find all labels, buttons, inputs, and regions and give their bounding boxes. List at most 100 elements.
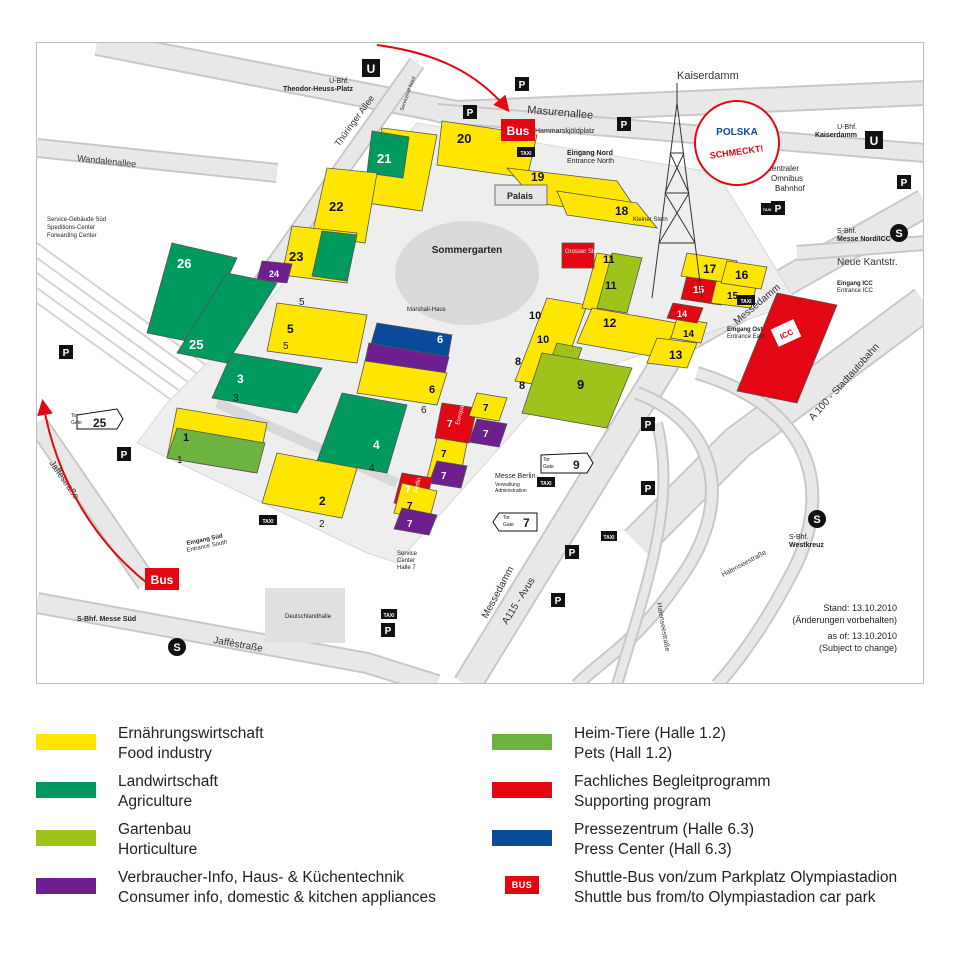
legend-de-supporting: Fachliches Begleitprogramm — [574, 773, 771, 790]
legend-en-supporting: Supporting program — [574, 793, 711, 810]
hall-label-9: 9 — [577, 377, 584, 392]
parking-label-8: P — [569, 548, 576, 559]
parking-icon-3 — [617, 117, 631, 131]
hall-label-6b: 6 — [429, 384, 435, 396]
parking-label-1: P — [519, 80, 526, 91]
station-kaiserdamm-1: U-Bhf. — [837, 124, 857, 131]
hall-label-14b: 14 — [677, 309, 687, 319]
hall-label-10b: 10 — [537, 334, 549, 346]
hall-label-7d: 7 — [441, 471, 447, 482]
hall-18 — [556, 190, 658, 229]
bus-sign-south — [145, 568, 179, 590]
hall-label-4: 4 — [373, 438, 380, 452]
hall-4 — [316, 392, 408, 474]
road-loop-1-fill — [573, 388, 717, 683]
parking-label-10: P — [385, 626, 392, 637]
hall-label-17: 17 — [703, 262, 717, 276]
entrance-icc-2: Entrance ICC — [837, 288, 874, 294]
taxi-label-6: TAXI — [383, 613, 395, 619]
bus-route-south — [37, 399, 148, 584]
hall-14-sp — [666, 302, 704, 324]
parking-label-9: P — [555, 596, 562, 607]
legend-en-pets: Pets (Hall 1.2) — [574, 745, 673, 762]
taxi-icon-7 — [601, 531, 617, 541]
legend-de-press: Pressezentrum (Halle 6.3) — [574, 821, 755, 838]
legend-item-pets: Heim-Tiere (Halle 1.2)Pets (Hall 1.2) — [492, 724, 726, 764]
taxi-icon-6 — [381, 609, 397, 619]
marshall-haus-label: Marshall-Haus — [407, 307, 446, 313]
parking-icon-5 — [117, 447, 131, 461]
taxi-icon-5 — [761, 203, 773, 215]
gate-7-gate: Gate — [503, 522, 514, 528]
hall-label-7a: 7 — [483, 403, 489, 414]
taxi-icon-1 — [517, 147, 535, 157]
gate-25 — [76, 408, 124, 430]
stand-line-4: (Subject to change) — [819, 643, 897, 653]
s-icon-messe-sued — [168, 638, 186, 656]
legend-de-consumer: Verbraucher-Info, Haus- & Küchentechnik — [118, 869, 405, 886]
parking-label-4: P — [63, 348, 70, 359]
hall-sub-europa: Europa — [455, 405, 466, 426]
hall-label-21: 21 — [377, 151, 391, 166]
polska-schmeckt-logo: POLSKA SCHMECKT! — [694, 100, 780, 186]
hall-label-4b: 4 — [369, 463, 375, 474]
hammarskjoeldplatz-label: Hammarskjöldplatz — [535, 128, 595, 135]
legend-swatch-consumer — [36, 878, 96, 894]
hall-21-agri — [366, 130, 410, 179]
parking-icon-9 — [551, 593, 565, 607]
entrance-icc-1: Eingang ICC — [837, 281, 873, 287]
gate-25-number: 25 — [93, 416, 107, 430]
parking-icon-12 — [771, 201, 785, 215]
hall-13 — [646, 337, 698, 369]
gate-9-gate: Gate — [543, 464, 554, 470]
taxi-label-1: TAXI — [520, 151, 532, 157]
parking-icon-4 — [59, 345, 73, 359]
entrance-ost-1: Eingang Ost — [727, 327, 762, 333]
taxi-icon-2 — [259, 515, 277, 525]
legend-en-bus: Shuttle bus from/to Olympiastadion car p… — [574, 889, 876, 906]
hall-label-11: 11 — [603, 254, 615, 266]
hall-7-europa — [434, 402, 478, 444]
bus-label-south: Bus — [151, 573, 174, 587]
hall-label-15: 15 — [693, 285, 705, 296]
hall-label-7b: 7 — [483, 429, 489, 440]
hall-label-7e: 7 — [407, 501, 413, 512]
zob-3: Bahnhof — [775, 184, 806, 193]
road-halensee-fill — [613, 422, 668, 683]
road-wandalenallee-fill — [37, 140, 278, 181]
parking-icon-1 — [515, 77, 529, 91]
hall-label-15b: 15 — [727, 291, 739, 302]
bus-sign-north — [501, 119, 535, 141]
service-center-2: Center — [397, 558, 415, 564]
legend-swatch-food — [36, 734, 96, 750]
sommergarten-label: Sommergarten — [432, 245, 503, 256]
taxi-label-5: TAXI — [763, 207, 772, 212]
hall-label-16: 16 — [735, 268, 749, 282]
parking-icon-7 — [641, 481, 655, 495]
station-theodor-1: U-Bhf. — [329, 78, 349, 85]
taxi-label-7: TAXI — [603, 535, 615, 541]
gate-7-number: 7 — [523, 516, 530, 530]
hall-25 — [176, 272, 278, 364]
icc-logo — [769, 317, 803, 349]
hall-label-5c: 5 — [283, 341, 289, 352]
hall-24 — [256, 260, 293, 284]
s-icon-westkreuz — [808, 510, 826, 528]
hall-label-12: 12 — [603, 316, 617, 330]
parking-icon-10 — [381, 623, 395, 637]
legend-en-agriculture: Agriculture — [118, 793, 193, 810]
legend-item-bus: BUS Shuttle-Bus von/zum Parkplatz Olympi… — [492, 868, 897, 908]
stations: U U-Bhf. Theodor-Heuss-Platz U U-Bhf. Ka… — [77, 59, 908, 656]
hall-label-23: 23 — [289, 249, 303, 264]
grosser-stern-label: Grosser Stern — [565, 249, 602, 255]
hall-label-3b: 3 — [233, 393, 239, 404]
hall-label-22: 22 — [329, 199, 343, 214]
service-center-3: Halle 7 — [397, 565, 416, 571]
hall-23-agri — [311, 230, 358, 282]
station-westkreuz-2: Westkreuz — [789, 542, 824, 549]
parking-icon-8 — [565, 545, 579, 559]
station-kaiserdamm-2: Kaiserdamm — [815, 132, 857, 139]
